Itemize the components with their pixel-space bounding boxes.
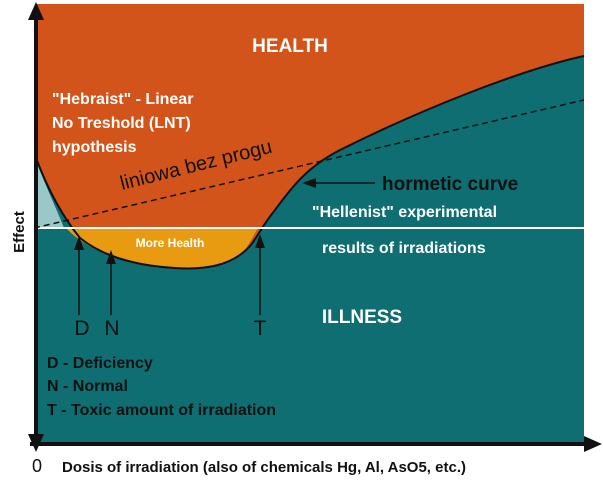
legend-toxic: T - Toxic amount of irradiation [47,402,276,419]
x-axis-label: Dosis of irradiation (also of chemicals … [62,459,466,476]
deficiency-region [36,160,64,228]
marker-n-label: N [104,317,119,340]
marker-arrow-n [106,250,116,315]
hellenist-label-line1: "Hellenist" experimental [312,204,497,221]
legend-deficiency: D - Deficiency [47,355,153,372]
x-axis [30,436,602,452]
lnt-label-line1: "Hebraist" - Linear [52,91,193,108]
health-region [36,4,584,269]
hellenist-label-line2: results of irradiations [322,240,486,257]
lnt-dashed-line [33,99,585,229]
hormetic-curve [35,55,585,270]
legend-normal: N - Normal [47,378,128,395]
hormetic-pointer-arrow [302,178,375,188]
marker-arrow-d [74,236,84,315]
marker-d-label: D [74,317,89,340]
illness-label: ILLNESS [322,307,402,328]
hormetic-label: hormetic curve [382,174,518,195]
more-health-region [66,228,258,269]
marker-arrow-t [255,234,265,315]
health-label: HEALTH [252,36,328,57]
y-axis-label: Effect [11,211,28,253]
lnt-label-line2: No Treshold (LNT) [52,115,191,132]
origin-label: 0 [32,456,42,476]
marker-t-label: T [254,317,267,340]
more-health-label: More Health [136,236,205,250]
lnt-label-line3: hypothesis [52,139,137,156]
